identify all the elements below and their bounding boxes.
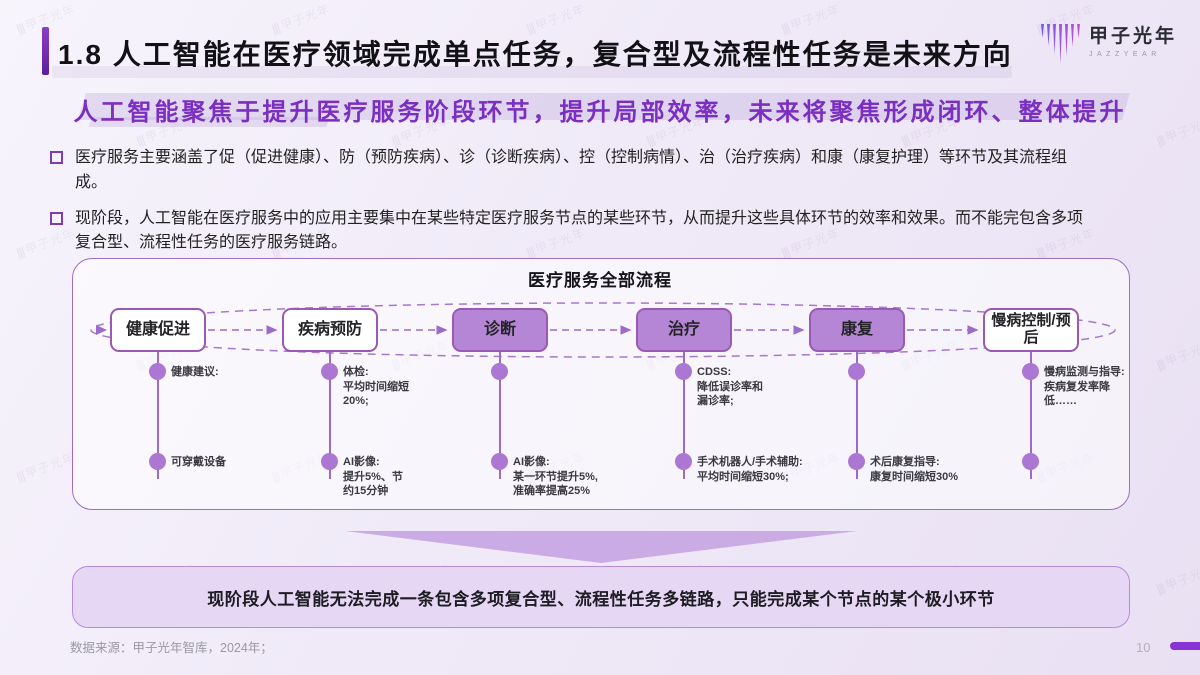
timeline-dot-icon — [149, 453, 166, 470]
stage-note: 可穿戴设备 — [171, 456, 226, 468]
stage-box: 疾病预防 — [282, 308, 378, 352]
page-number: 10 — [1136, 640, 1151, 655]
stage-column-health-promotion: 健康促进 健康建议: 可穿戴设备 — [110, 308, 320, 508]
stage-box: 诊断 — [452, 308, 548, 352]
timeline-dot-icon — [1022, 363, 1039, 380]
stage-column-chronic-control: 慢病控制/预后 慢病监测与指导: 疾病复发率降 低…… — [983, 308, 1193, 508]
big-down-arrow-icon — [345, 531, 857, 563]
bullet-text: 现阶段，人工智能在医疗服务中的应用主要集中在某些特定医疗服务节点的某些环节，从而… — [75, 209, 1084, 252]
flow-panel-title: 医疗服务全部流程 — [528, 271, 672, 290]
timeline-dot-icon — [848, 363, 865, 380]
timeline-dot-icon — [321, 363, 338, 380]
stage-column-disease-prevention: 疾病预防 体检: 平均时间缩短 20%; AI影像: 提升5%、节 约15分钟 — [282, 308, 492, 508]
corner-accent-bar — [1170, 642, 1200, 650]
timeline-dot-icon — [675, 363, 692, 380]
company-logo: 甲子光年 JAZZYEAR — [1040, 20, 1177, 66]
timeline-dot-icon — [491, 363, 508, 380]
bullet-list: 医疗服务主要涵盖了促（促进健康）、防（预防疾病）、诊（诊断疾病）、控（控制病情）… — [50, 146, 1120, 256]
bullet-item: 医疗服务主要涵盖了促（促进健康）、防（预防疾病）、诊（诊断疾病）、控（控制病情）… — [50, 146, 1120, 196]
bullet-square-icon — [50, 151, 63, 164]
timeline-dot-icon — [491, 453, 508, 470]
stage-column-rehabilitation: 康复 术后康复指导: 康复时间缩短30% — [809, 308, 1019, 508]
stage-note: 健康建议: — [171, 366, 219, 378]
bullet-text: 医疗服务主要涵盖了促（促进健康）、防（预防疾病）、诊（诊断疾病）、控（控制病情）… — [75, 149, 1068, 191]
title-shadow — [52, 66, 1012, 78]
stage-box: 健康促进 — [110, 308, 206, 352]
conclusion-banner-text: 现阶段人工智能无法完成一条包含多项复合型、流程性任务多链路，只能完成某个节点的某… — [207, 589, 995, 609]
jazzyear-logo-icon — [1041, 24, 1080, 64]
timeline-dot-icon — [149, 363, 166, 380]
stage-column-diagnosis: 诊断 AI影像: 某一环节提升5%, 准确率提高25% — [452, 308, 662, 508]
flow-panel — [72, 258, 1130, 510]
stage-column-treatment: 治疗 CDSS: 降低误诊率和 漏诊率; 手术机器人/手术辅助: 平均时间缩短3… — [636, 308, 846, 508]
subtitle: 人工智能聚焦于提升医疗服务阶段环节，提升局部效率，未来将聚焦形成闭环、整体提升 — [73, 99, 1127, 126]
stage-note: 慢病监测与指导: 疾病复发率降 低…… — [1044, 366, 1125, 408]
stage-timeline — [1030, 352, 1032, 479]
stage-note: 体检: 平均时间缩短 20%; — [343, 366, 409, 408]
stage-box: 慢病控制/预后 — [983, 308, 1079, 352]
bullet-square-icon — [50, 211, 63, 225]
timeline-dot-icon — [848, 453, 865, 470]
stage-note: AI影像: 某一环节提升5%, 准确率提高25% — [513, 456, 598, 498]
page-title: 1.8 人工智能在医疗领域完成单点任务，复合型及流程性任务是未来方向 — [58, 39, 1013, 70]
stage-note: 手术机器人/手术辅助: 平均时间缩短30%; — [697, 456, 803, 483]
stage-note: 术后康复指导: 康复时间缩短30% — [870, 456, 959, 483]
logo-subtext: JAZZYEAR — [1089, 51, 1161, 59]
stage-note: AI影像: 提升5%、节 约15分钟 — [343, 456, 403, 498]
data-source: 数据来源：甲子光年智库，2024年； — [70, 641, 273, 655]
stage-note: CDSS: 降低误诊率和 漏诊率; — [697, 366, 763, 408]
title-accent-bar — [42, 27, 49, 75]
conclusion-banner: 现阶段人工智能无法完成一条包含多项复合型、流程性任务多链路，只能完成某个节点的某… — [72, 566, 1130, 628]
stage-timeline — [499, 352, 501, 479]
stage-box: 治疗 — [636, 308, 732, 352]
stage-timeline — [329, 352, 331, 479]
timeline-dot-icon — [675, 453, 692, 470]
stage-timeline — [683, 352, 685, 479]
stage-box: 康复 — [809, 308, 905, 352]
stage-timeline — [856, 352, 858, 479]
stage-timeline — [157, 352, 159, 479]
bullet-item: 现阶段，人工智能在医疗服务中的应用主要集中在某些特定医疗服务节点的某些环节，从而… — [50, 207, 1120, 257]
timeline-dot-icon — [1022, 453, 1039, 470]
logo-name: 甲子光年 — [1089, 26, 1178, 48]
timeline-dot-icon — [321, 453, 338, 470]
